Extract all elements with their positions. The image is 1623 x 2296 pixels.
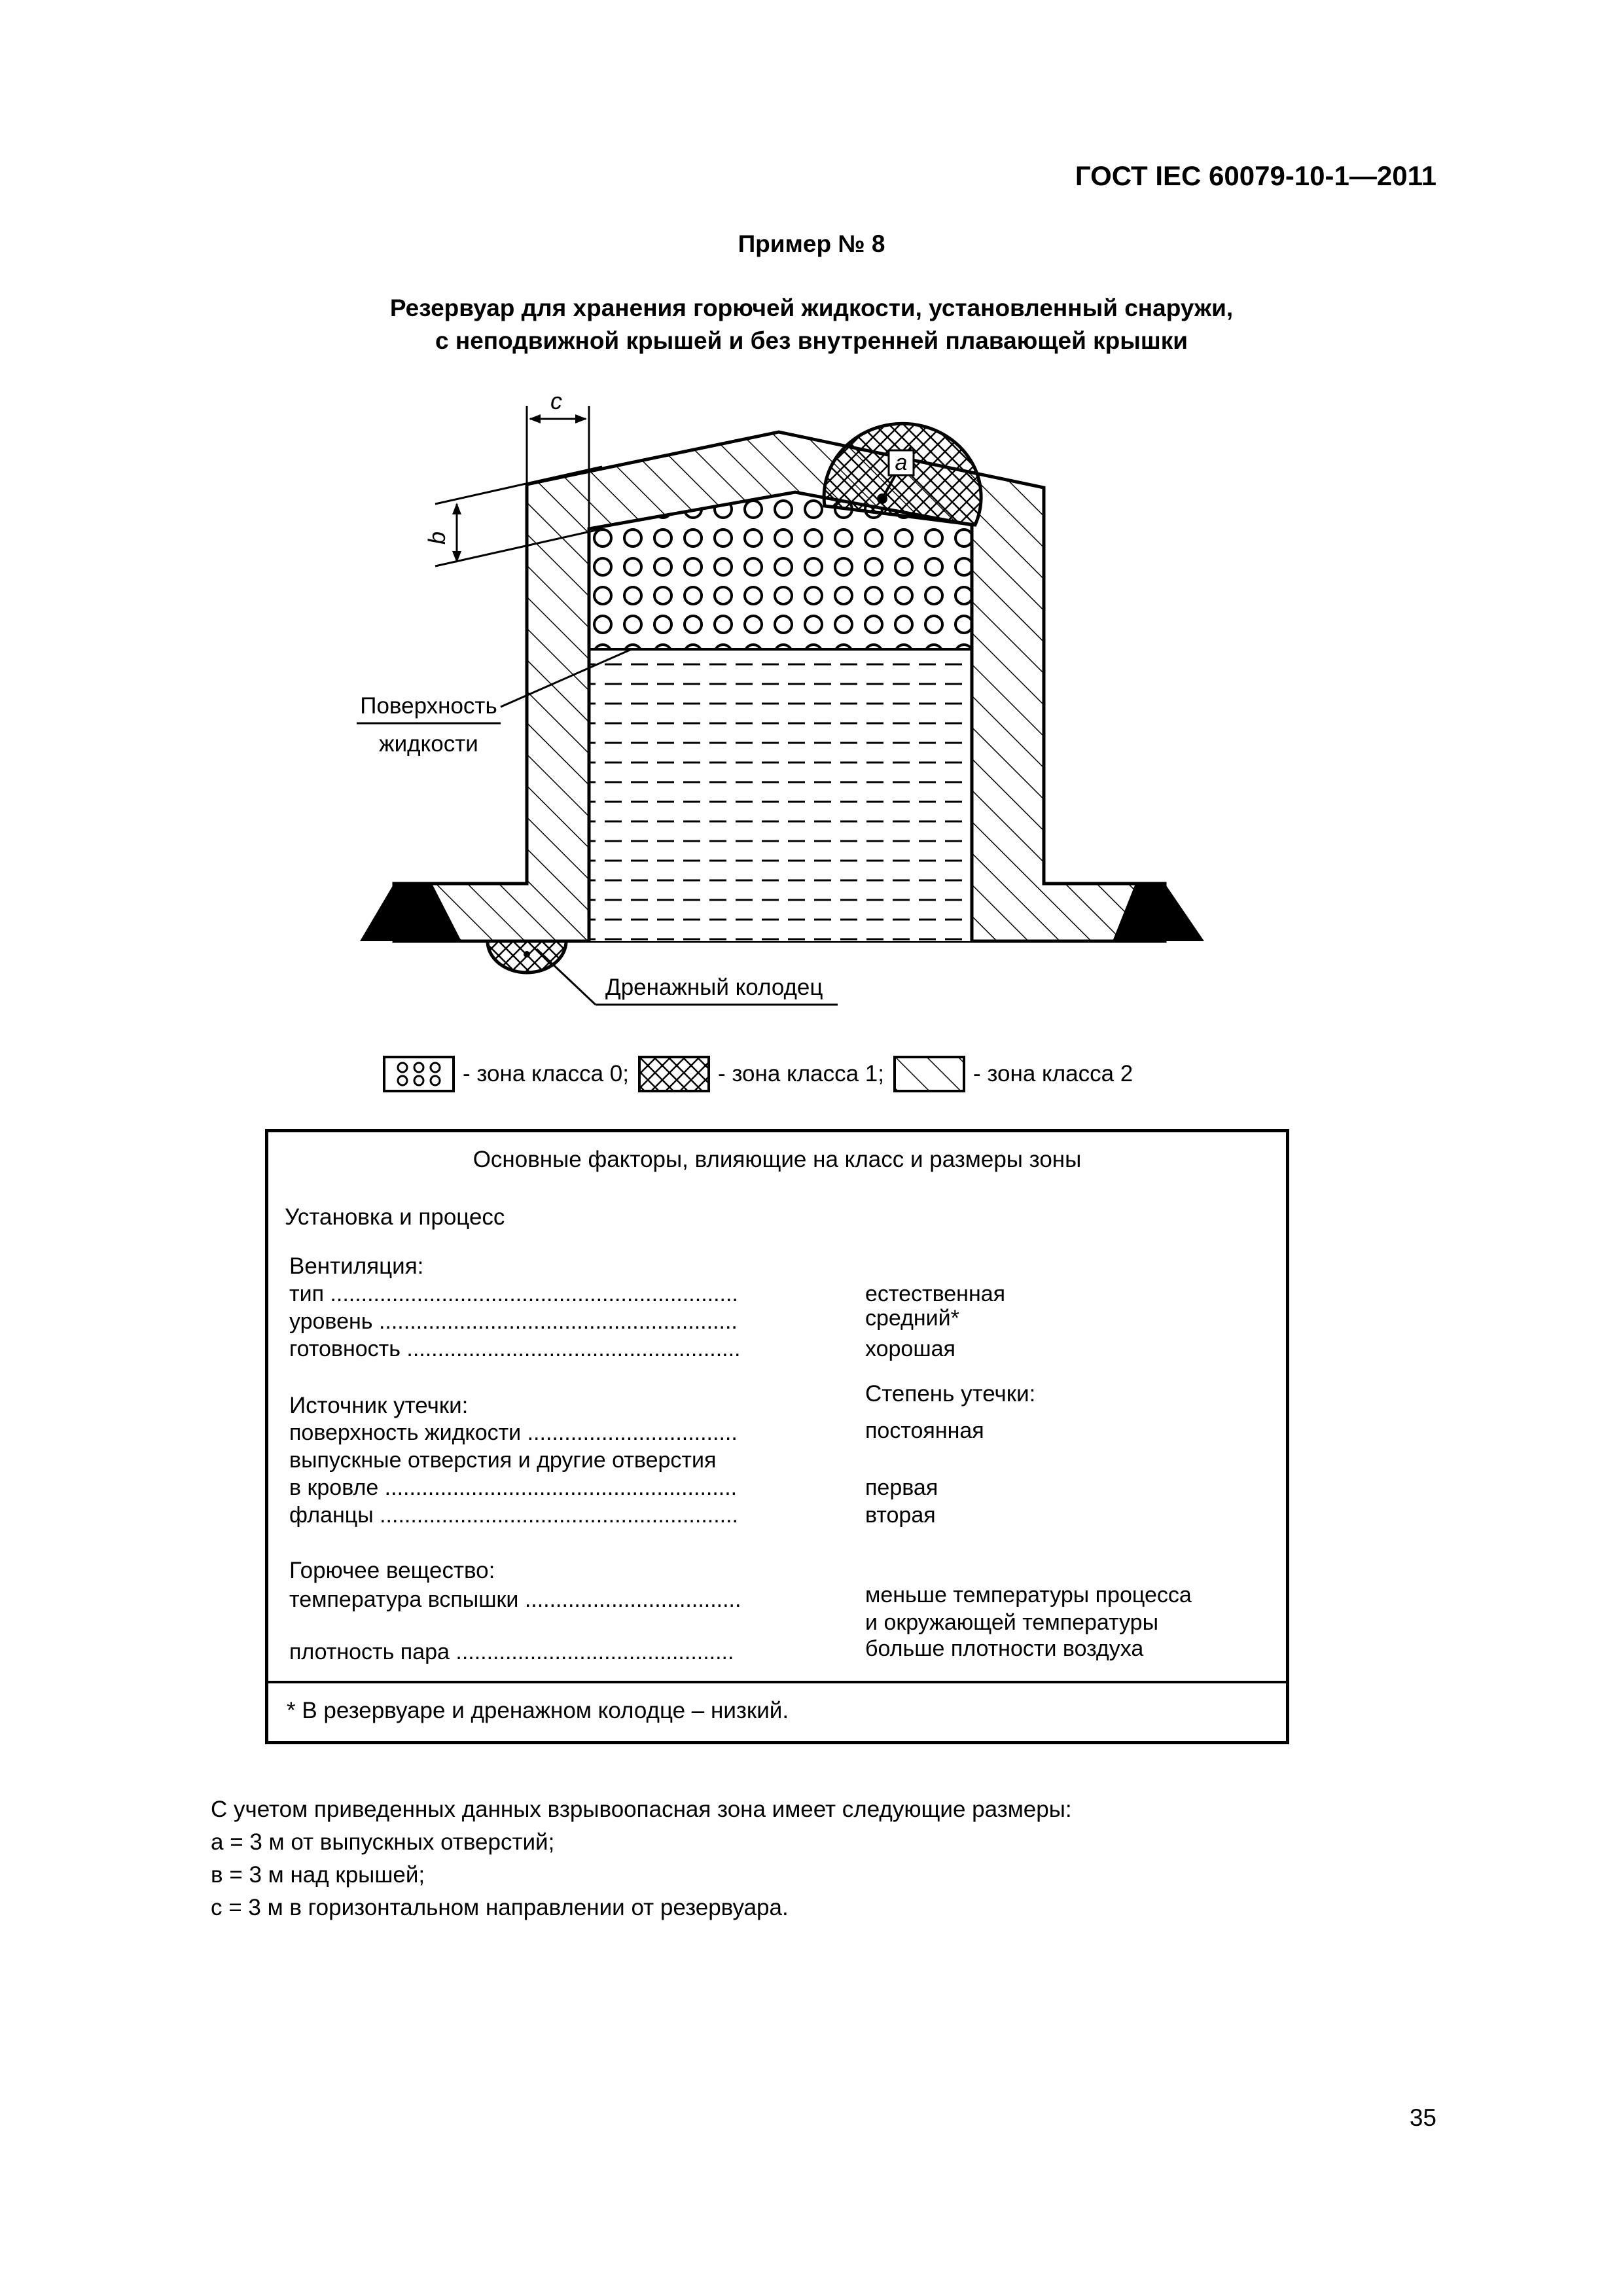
- drain-label: Дренажный колодец: [605, 975, 823, 1000]
- ground-right: [1113, 884, 1204, 941]
- page-number: 35: [1409, 2104, 1436, 2131]
- vent-level-label: уровень ................................…: [289, 1309, 738, 1334]
- conclusion-line-a: а = 3 м от выпускных отверстий;: [211, 1829, 555, 1855]
- factors-footnote-row: * В резервуаре и дренажном колодце – низ…: [268, 1681, 1286, 1741]
- legend-zone2-text: - зона класса 2: [973, 1060, 1133, 1086]
- tank-diagram: a c b Поверхность жидкости Дренажный кол…: [357, 387, 1204, 1006]
- substance-heading: Горючее вещество:: [289, 1558, 495, 1583]
- flash-point-label: температура вспышки ....................…: [289, 1587, 741, 1612]
- surface-label-line2: жидкости: [379, 731, 478, 757]
- standard-header: ГОСТ IEC 60079-10-1—2011: [1075, 160, 1436, 191]
- vent-availability-label: готовность .............................…: [289, 1336, 741, 1361]
- degree-heading: Степень утечки:: [865, 1381, 1036, 1407]
- vent-type-value: естественная: [865, 1282, 1006, 1306]
- installation-heading: Установка и процесс: [285, 1204, 505, 1230]
- zone1-swatch: [638, 1055, 710, 1092]
- source-vents-label: выпускные отверстия и другие отверстия: [289, 1448, 717, 1473]
- flash-point-value-2: и окружающей температуры: [865, 1610, 1159, 1635]
- zone2-swatch: [893, 1055, 965, 1092]
- source-flanges-label: фланцы .................................…: [289, 1503, 738, 1528]
- example-label: Пример № 8: [738, 230, 885, 257]
- source-roof-label: в кровле ...............................…: [289, 1475, 738, 1500]
- footnote: * В резервуаре и дренажном колодце – низ…: [287, 1698, 789, 1723]
- vapour-density-value: больше плотности воздуха: [865, 1636, 1144, 1661]
- zone0-area: [589, 492, 972, 649]
- source-heading: Источник утечки:: [289, 1393, 469, 1418]
- surface-label-line1: Поверхность: [360, 693, 497, 719]
- source-surface-label: поверхность жидкости ...................…: [289, 1420, 738, 1445]
- vent-type-label: тип ....................................…: [289, 1282, 738, 1306]
- source-roof-value: первая: [865, 1475, 938, 1500]
- source-flanges-value: вторая: [865, 1503, 936, 1528]
- ground-left: [360, 884, 461, 941]
- conclusion-intro: С учетом приведенных данных взрывоопасна…: [211, 1797, 1072, 1822]
- factors-title: Основные факторы, влияющие на класс и ра…: [473, 1147, 1082, 1172]
- vapour-density-label: плотность пара .........................…: [289, 1640, 734, 1664]
- conclusion-line-c: с = 3 м в горизонтальном направлении от …: [211, 1895, 789, 1920]
- tank-walls: [587, 490, 974, 941]
- flash-point-value-1: меньше температуры процесса: [865, 1583, 1192, 1607]
- liquid-dashes: [589, 649, 972, 941]
- legend-zone1-text: - зона класса 1;: [718, 1060, 884, 1086]
- vent-availability-value: хорошая: [865, 1336, 955, 1361]
- legend-zone0-text: - зона класса 0;: [463, 1060, 629, 1086]
- figure-title: Резервуар для хранения горючей жидкости,…: [0, 292, 1623, 357]
- dim-a-label: a: [895, 450, 908, 475]
- zone-legend: - зона класса 0; - зона класса 1; - зона…: [383, 1052, 1142, 1095]
- factors-box: Основные факторы, влияющие на класс и ра…: [265, 1129, 1289, 1744]
- ventilation-heading: Вентиляция:: [289, 1253, 424, 1279]
- figure-title-line1: Резервуар для хранения горючей жидкости,…: [389, 295, 1234, 321]
- source-surface-value: постоянная: [865, 1418, 984, 1443]
- conclusion-line-b: в = 3 м над крышей;: [211, 1862, 425, 1888]
- dim-b-label: b: [423, 531, 450, 545]
- vent-level-value: средний*: [865, 1306, 959, 1331]
- figure-title-line2: с неподвижной крышей и без внутренней пл…: [435, 327, 1188, 354]
- dim-c-label: c: [550, 387, 562, 414]
- zone0-swatch: [383, 1055, 455, 1092]
